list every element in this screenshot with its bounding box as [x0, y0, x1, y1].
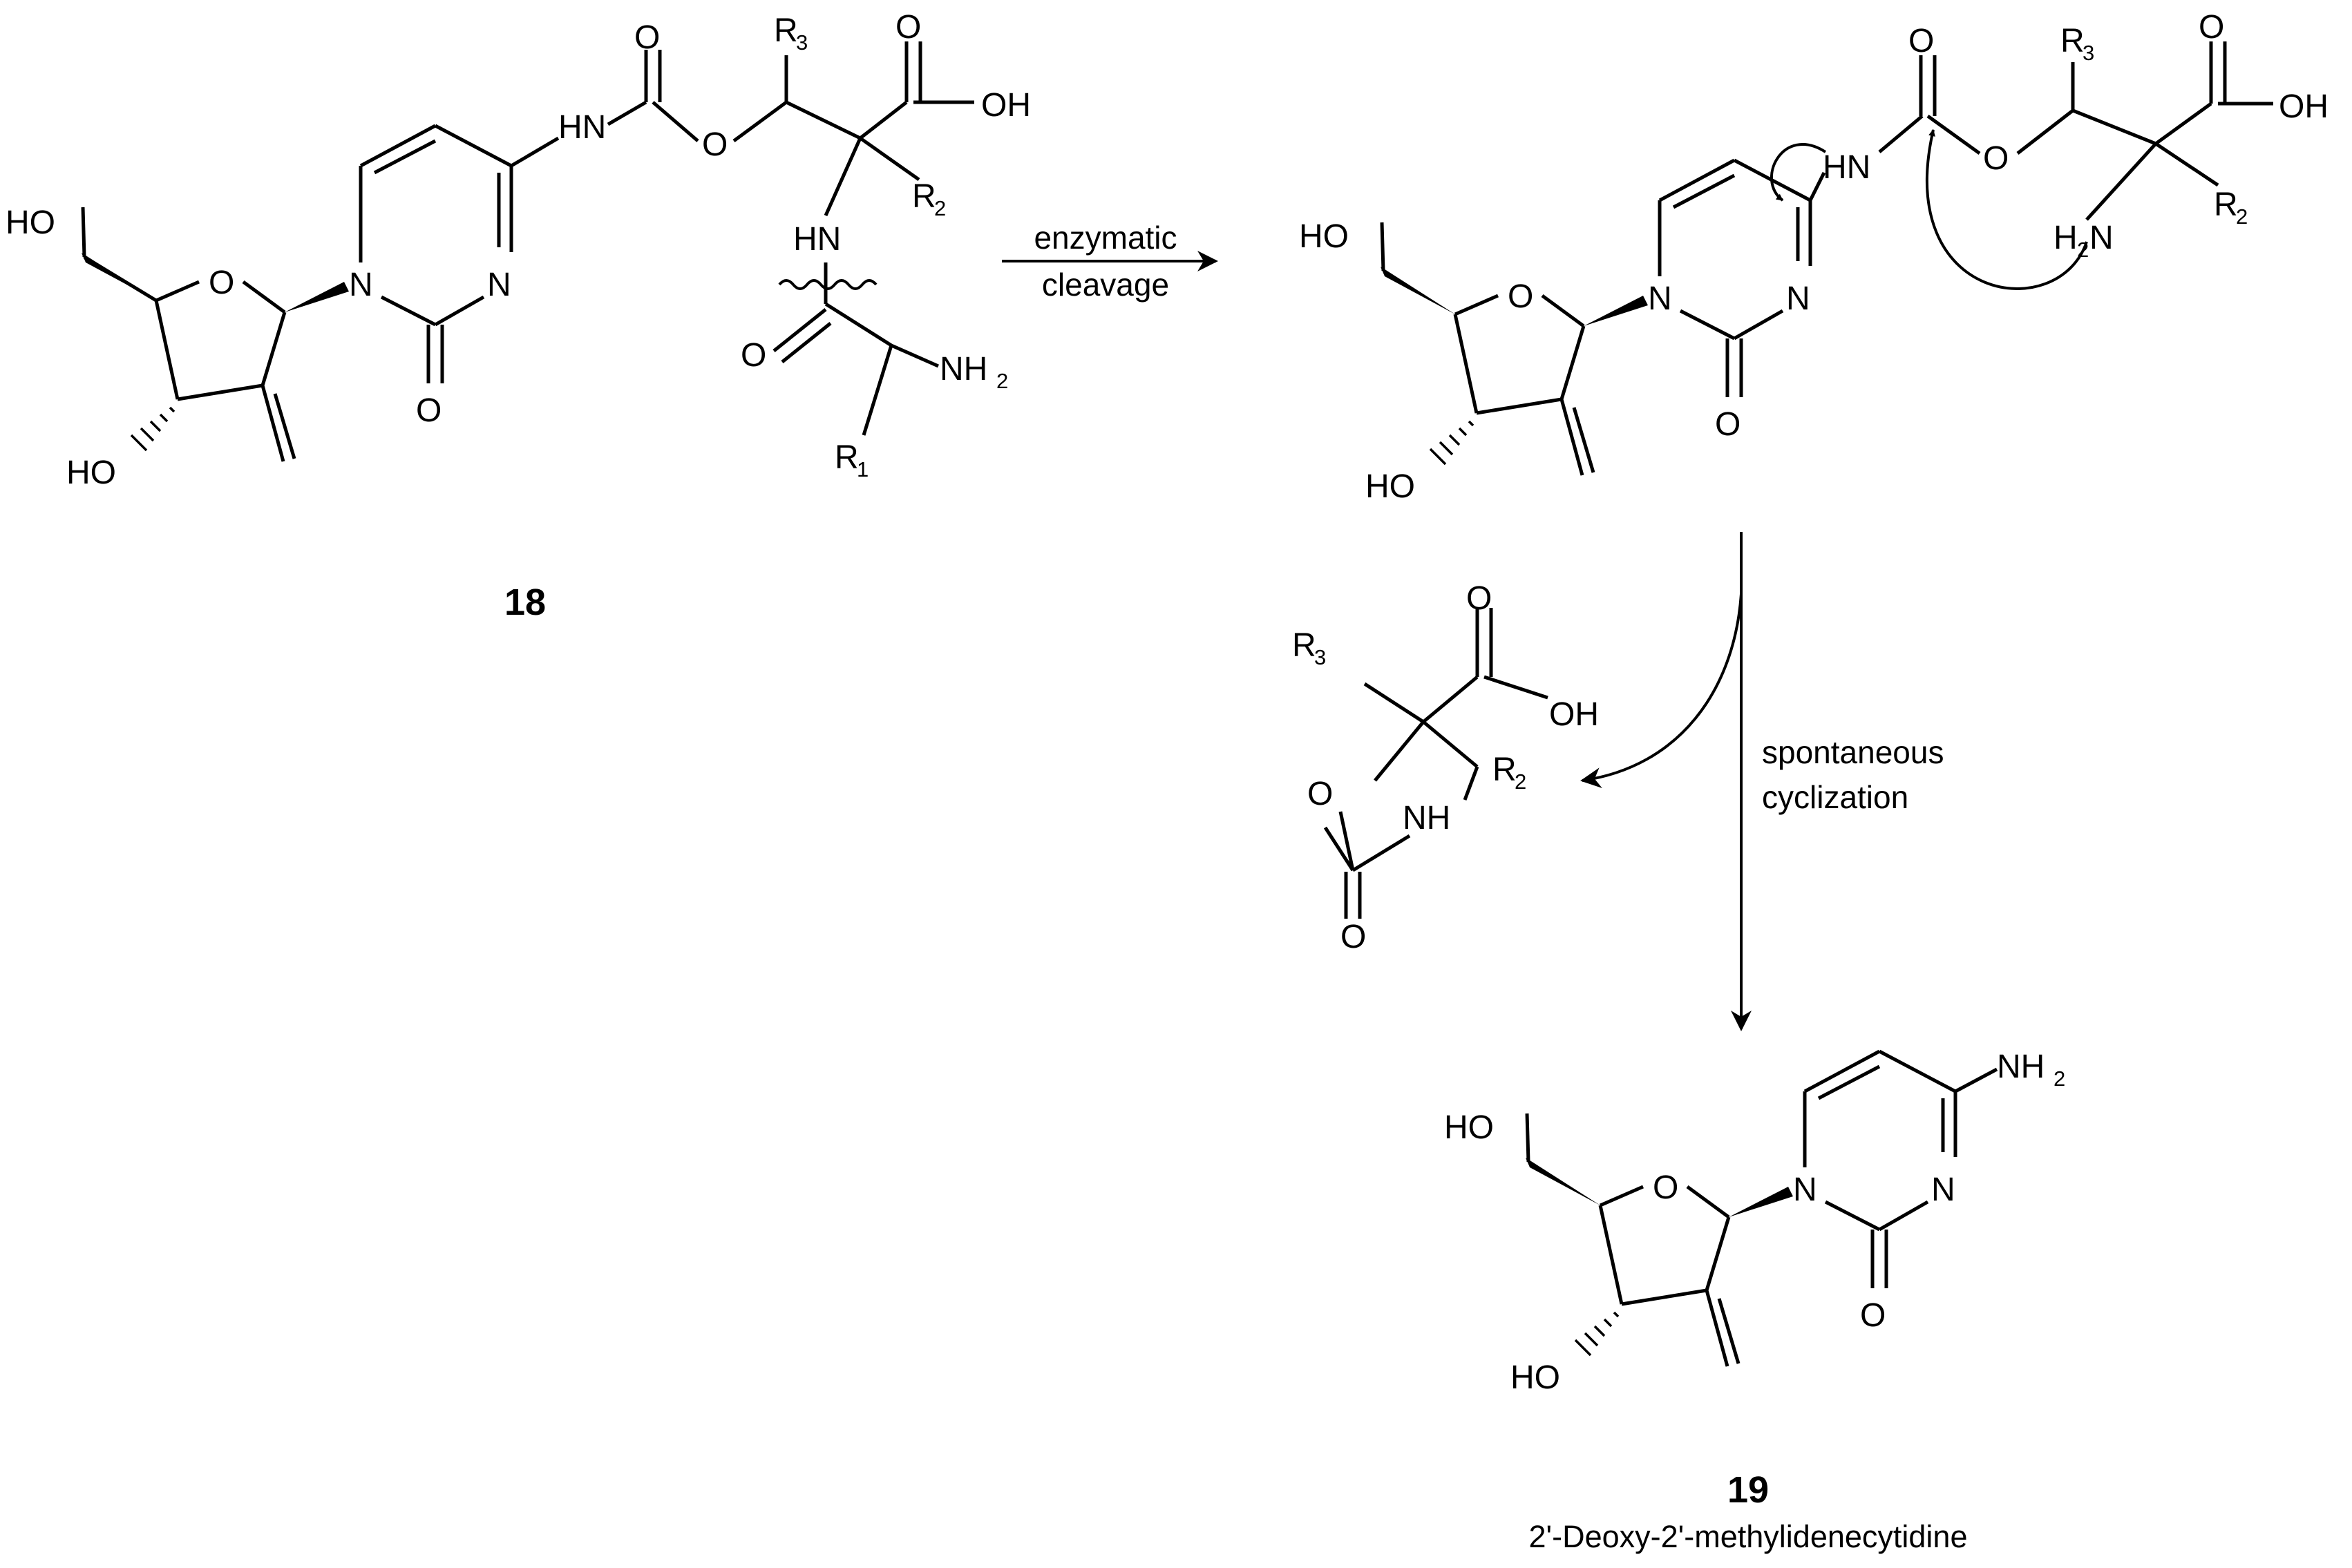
atom-labels-19: HO O HO N N O NH 2	[1444, 1049, 2065, 1396]
stereo-hash	[130, 406, 176, 452]
compound-name-19: 2'-Deoxy-2'-methylidenecytidine	[1529, 1519, 1968, 1554]
atom-label: HO	[1365, 468, 1415, 505]
atom-labels-18: HO O HO N N O HN O O R 3 O OH R 2 HN O N…	[6, 9, 1031, 491]
compound-19-structure: HO O HO N N O NH 2	[1444, 1049, 2065, 1396]
atom-label: HO	[6, 204, 55, 241]
reaction-arrow-cleavage: enzymatic cleavage	[1002, 220, 1218, 303]
subscript: 2	[2236, 204, 2248, 229]
electron-push-arrow	[1770, 143, 1827, 202]
atom-label: OH	[2279, 88, 2329, 125]
atom-label: R	[1292, 627, 1316, 664]
atom-label: O	[416, 392, 442, 429]
compound-number-18: 18	[504, 582, 546, 623]
pyrimidine-ring-19	[1803, 1049, 1998, 1288]
stereo-wedge	[285, 282, 349, 312]
condition-label: spontaneous	[1762, 734, 1944, 770]
atom-label: N	[1931, 1172, 1955, 1208]
atom-label: N	[1793, 1172, 1817, 1208]
atom-label: O	[2199, 9, 2224, 46]
atom-label: N	[487, 267, 511, 303]
byproduct-arrow	[1580, 593, 1743, 789]
side-chain-18	[607, 41, 974, 436]
atom-labels-int: HO O HO N N O HN O O R 3 O OH R 2 H 2 N	[1299, 9, 2329, 505]
subscript: 3	[1314, 645, 1326, 669]
atom-label: OH	[981, 87, 1031, 124]
atom-label: R	[835, 439, 859, 476]
atom-label: O	[702, 126, 728, 163]
atom-label: HO	[1444, 1109, 1494, 1146]
atom-label: R	[912, 178, 936, 215]
atom-label: N	[1786, 280, 1810, 317]
electron-push-arrow	[1926, 129, 2088, 290]
atom-label: R	[774, 12, 798, 49]
atom-label: R	[2060, 23, 2085, 59]
atom-label: HO	[66, 455, 116, 491]
pyrimidine-ring-18	[359, 124, 560, 383]
subscript: 2	[2077, 238, 2089, 262]
condition-label: cleavage	[1042, 267, 1169, 303]
atom-label: O	[1715, 406, 1741, 443]
atom-label: O	[1983, 140, 2009, 177]
cleavage-wavy-line	[778, 279, 878, 290]
atom-label: N	[349, 267, 373, 303]
stereo-hash	[1574, 1311, 1620, 1357]
pyrimidine-ring-int	[1658, 158, 1826, 397]
stereo-wedge	[1526, 1158, 1600, 1205]
stereo-hash	[1429, 420, 1474, 466]
atom-label: O	[741, 337, 766, 374]
subscript: 2	[2054, 1067, 2065, 1091]
atom-label: O	[1653, 1169, 1678, 1206]
subscript: 1	[857, 457, 869, 481]
atom-label: N	[1648, 280, 1672, 317]
atom-label: O	[1508, 278, 1533, 315]
atom-label: N	[2089, 220, 2114, 256]
reaction-arrow-cyclization: spontaneous cyclization	[1580, 532, 1944, 1031]
atom-label: HN	[793, 221, 841, 258]
atom-label: NH	[1403, 800, 1450, 836]
atom-label: O	[1340, 919, 1366, 955]
sugar-ring-int	[1380, 222, 1595, 476]
subscript: 2	[934, 196, 946, 220]
compound-18-structure: HO O HO N N O HN O O R 3 O OH R 2 HN O N…	[6, 9, 1031, 623]
stereo-wedge	[1584, 296, 1648, 326]
atom-label: H	[2054, 220, 2078, 256]
atom-label: O	[1908, 23, 1934, 59]
atom-label: HN	[558, 109, 606, 146]
atom-label: R	[1492, 752, 1517, 788]
atom-label: O	[1466, 580, 1492, 617]
sugar-ring-18	[81, 207, 296, 462]
atom-label: R	[2214, 187, 2238, 223]
atom-label: HN	[1823, 149, 1870, 186]
condition-label: cyclization	[1762, 779, 1908, 815]
subscript: 2	[1515, 769, 1526, 794]
stereo-wedge	[1729, 1187, 1793, 1217]
condition-label: enzymatic	[1034, 220, 1177, 256]
atom-label: NH	[940, 351, 987, 388]
atom-label: O	[895, 9, 921, 46]
side-chain-int	[1878, 41, 2273, 221]
subscript: 2	[996, 369, 1008, 393]
atom-label: O	[634, 19, 660, 56]
subscript: 3	[2083, 41, 2094, 65]
atom-label: O	[1307, 776, 1333, 812]
stereo-wedge	[1381, 267, 1455, 314]
compound-number-19: 19	[1727, 1469, 1769, 1511]
intermediate-structure: HO O HO N N O HN O O R 3 O OH R 2 H 2 N	[1299, 9, 2329, 505]
atom-label: NH	[1997, 1049, 2045, 1085]
sugar-ring-19	[1525, 1113, 1741, 1367]
atom-label: OH	[1549, 696, 1599, 733]
atom-label: O	[1860, 1297, 1886, 1334]
atom-label: HO	[1299, 218, 1349, 255]
atom-label: HO	[1510, 1359, 1560, 1396]
subscript: 3	[796, 30, 808, 55]
atom-label: O	[209, 265, 234, 301]
stereo-wedge	[82, 253, 156, 300]
oxazolidinone-byproduct: R 3 O OH R 2 O NH O	[1292, 580, 1599, 955]
